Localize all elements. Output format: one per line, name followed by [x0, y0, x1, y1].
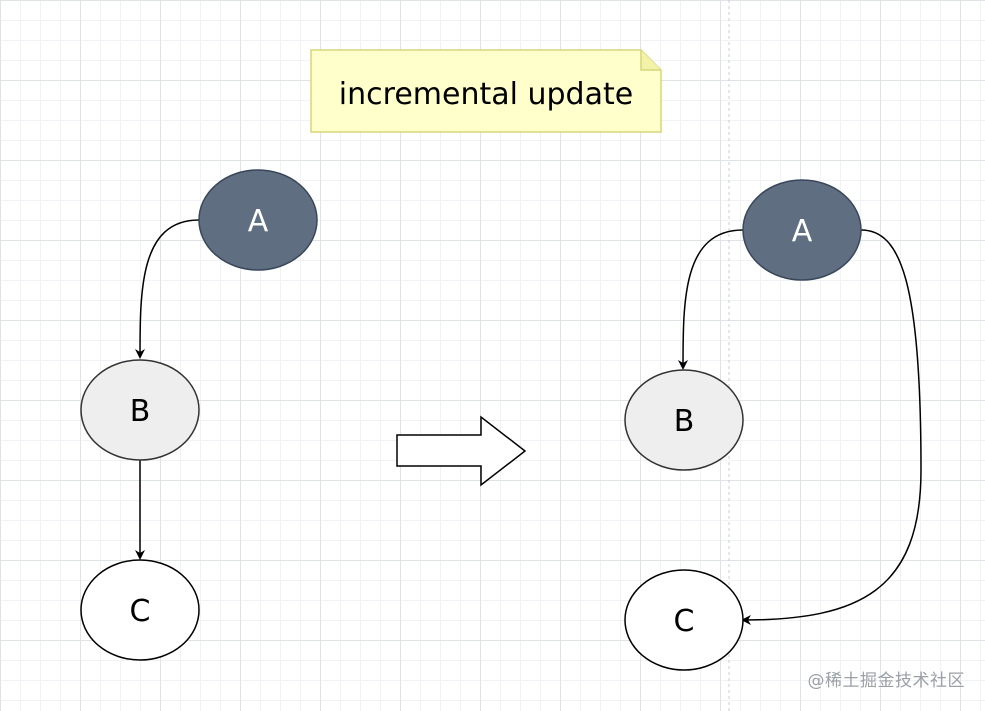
- note: incremental update: [310, 49, 662, 133]
- note-label: incremental update: [339, 77, 633, 112]
- left-node-a-label: A: [248, 204, 269, 239]
- left-node-b: B: [80, 359, 200, 461]
- left-node-a: A: [198, 169, 318, 271]
- left-node-b-label: B: [130, 394, 151, 429]
- right-node-b-label: B: [674, 404, 695, 439]
- note-fold: [640, 50, 661, 71]
- note-body: [310, 49, 662, 133]
- right-edge-a-c: [741, 229, 922, 625]
- left-edge-a-b: [135, 219, 200, 359]
- right-node-a-label: A: [792, 214, 813, 249]
- right-edge-a-b: [678, 229, 744, 370]
- right-node-c: C: [624, 569, 744, 671]
- right-node-a: A: [742, 179, 862, 281]
- right-node-b: B: [624, 369, 744, 471]
- left-node-c: C: [80, 559, 200, 661]
- left-node-c-label: C: [130, 594, 151, 629]
- right-node-c-label: C: [674, 604, 695, 639]
- right-arrow-icon: [396, 415, 527, 487]
- watermark: @稀土掘金技术社区: [807, 671, 965, 691]
